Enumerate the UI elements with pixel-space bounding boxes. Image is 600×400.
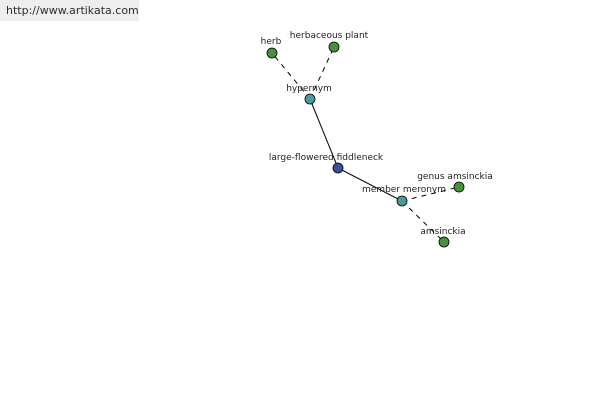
site-url-banner[interactable]: http://www.artikata.com [0, 0, 139, 21]
node-genus-amsinckia[interactable] [453, 181, 465, 193]
node-hypernym[interactable] [304, 93, 316, 105]
label-center[interactable]: large-flowered fiddleneck [269, 153, 384, 163]
node-center[interactable] [332, 162, 344, 174]
node-herb[interactable] [266, 47, 278, 59]
label-member-meronym[interactable]: member meronym [362, 185, 446, 195]
label-herbaceous-plant[interactable]: herbaceous plant [290, 31, 369, 41]
node-amsinckia[interactable] [438, 236, 450, 248]
label-hypernym[interactable]: hypernym [286, 84, 332, 94]
edge-center-hypernym [309, 98, 339, 169]
node-member-meronym[interactable] [396, 195, 408, 207]
label-herb[interactable]: herb [261, 37, 282, 47]
edge-center-member-meronym [337, 167, 403, 202]
node-herbaceous-plant[interactable] [328, 41, 340, 53]
label-amsinckia[interactable]: amsinckia [420, 227, 465, 237]
label-genus-amsinckia[interactable]: genus amsinckia [417, 172, 493, 182]
